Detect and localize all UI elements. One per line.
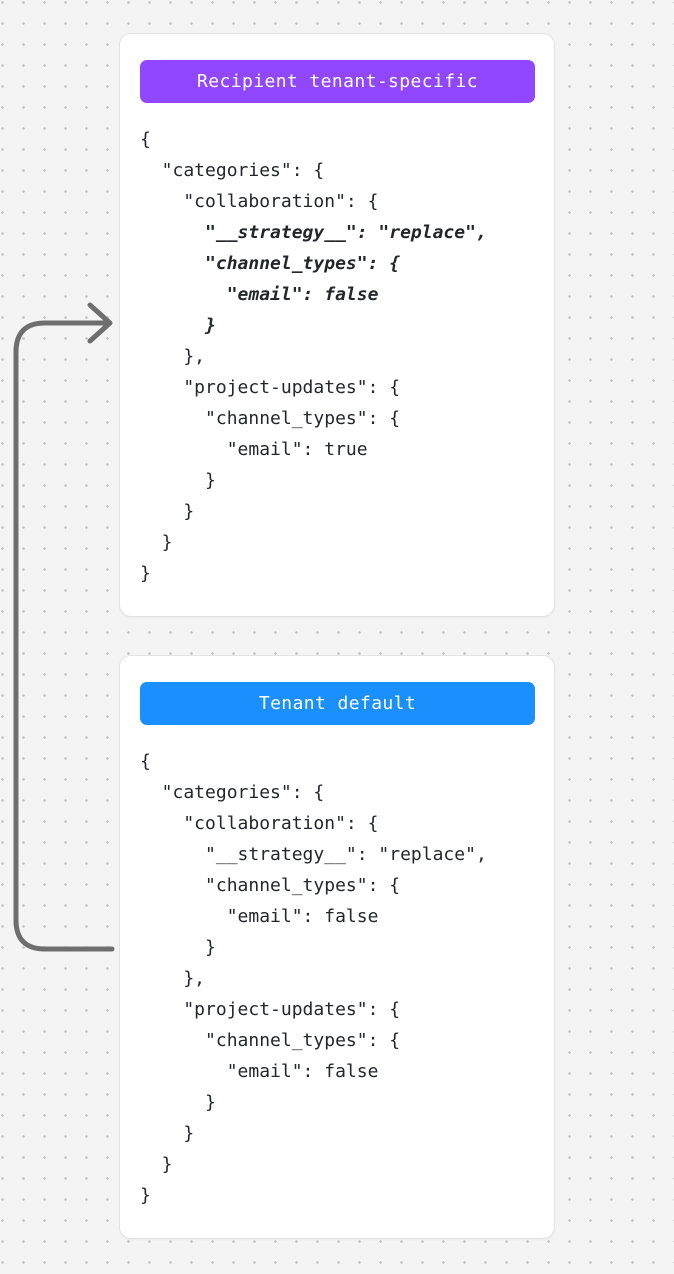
code-line: } bbox=[140, 937, 216, 958]
code-line: "project-updates": { bbox=[140, 999, 401, 1020]
code-line: { bbox=[140, 751, 151, 772]
code-line: } bbox=[140, 1092, 216, 1113]
code-line: "collaboration": { bbox=[140, 813, 379, 834]
card-header-recipient-tenant-specific: Recipient tenant-specific bbox=[140, 60, 535, 103]
code-line: "channel_types": { bbox=[140, 875, 401, 896]
code-line: "channel_types": { bbox=[140, 408, 401, 429]
loop-back-arrow-head bbox=[87, 302, 113, 344]
code-line: } bbox=[140, 1123, 195, 1144]
code-line: "email": false bbox=[140, 1061, 379, 1082]
code-line: "categories": { bbox=[140, 160, 325, 181]
code-line: } bbox=[140, 470, 216, 491]
code-line: "__strategy__": "replace", bbox=[140, 222, 487, 243]
code-line: }, bbox=[140, 346, 206, 367]
code-line: "project-updates": { bbox=[140, 377, 401, 398]
code-line: { bbox=[140, 129, 151, 150]
card-header-tenant-default: Tenant default bbox=[140, 682, 535, 725]
code-line: } bbox=[140, 1154, 173, 1175]
loop-back-arrow-path bbox=[13, 320, 115, 952]
code-line: } bbox=[140, 315, 216, 336]
code-line: "email": false bbox=[140, 906, 379, 927]
code-line: }, bbox=[140, 968, 206, 989]
code-line: "__strategy__": "replace", bbox=[140, 844, 487, 865]
code-line: "email": false bbox=[140, 284, 379, 305]
code-line: "channel_types": { bbox=[140, 1030, 401, 1051]
code-line: } bbox=[140, 501, 195, 522]
code-line: "categories": { bbox=[140, 782, 325, 803]
card-tenant-default[interactable]: Tenant default { "categories": { "collab… bbox=[119, 655, 555, 1239]
code-block-tenant-default: { "categories": { "collaboration": { "__… bbox=[140, 746, 540, 1211]
code-line: "channel_types": { bbox=[140, 253, 401, 274]
card-recipient-tenant-specific[interactable]: Recipient tenant-specific { "categories"… bbox=[119, 33, 555, 617]
code-line: "email": true bbox=[140, 439, 368, 460]
code-line: "collaboration": { bbox=[140, 191, 379, 212]
code-line: } bbox=[140, 532, 173, 553]
code-line: } bbox=[140, 563, 151, 584]
code-block-recipient-tenant-specific: { "categories": { "collaboration": { "__… bbox=[140, 124, 540, 589]
code-line: } bbox=[140, 1185, 151, 1206]
